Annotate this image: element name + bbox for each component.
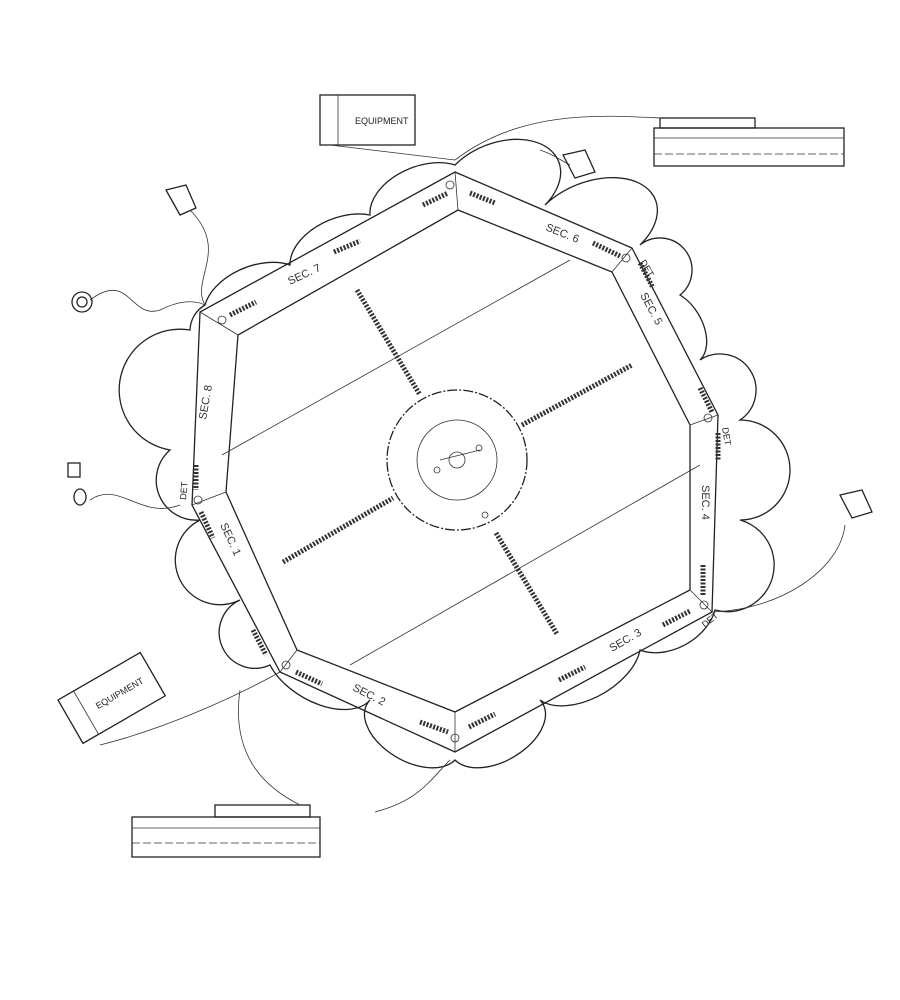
outer-scallops: [118, 138, 791, 769]
joint-label: DET: [700, 610, 721, 630]
center-hub: [386, 389, 528, 531]
equipment-label: EQUIPMENT: [355, 116, 409, 126]
equipment-label-2: EQUIPMENT: [94, 675, 146, 711]
section-label-1: SEC. 1: [217, 521, 243, 558]
cables: [89, 115, 846, 813]
equipment-box-bottom: EQUIPMENT: [57, 651, 167, 745]
rack-panel-bottom-left: [131, 804, 321, 858]
section-label-5: SEC. 5: [637, 291, 664, 327]
section-label-2: SEC. 2: [351, 682, 388, 709]
lamp-icon: [67, 149, 873, 519]
section-label-6: SEC. 6: [544, 222, 581, 246]
section-label-7: SEC. 7: [286, 262, 323, 288]
section-label-3: SEC. 3: [608, 627, 644, 655]
joint-markers: [193, 180, 713, 743]
equipment-box-top: EQUIPMENT: [319, 94, 456, 161]
ring-band-outer: [191, 171, 719, 753]
section-label-4: SEC. 4: [699, 485, 711, 520]
section-label-8: SEC. 8: [197, 384, 215, 420]
interior-lines: [221, 259, 701, 666]
section-bars: [193, 190, 721, 735]
rack-panel-top-right: [653, 117, 845, 167]
spokes: [281, 288, 634, 636]
joint-lines: [191, 171, 719, 752]
joint-label: DET: [178, 481, 190, 500]
joint-label: DET: [720, 427, 733, 447]
